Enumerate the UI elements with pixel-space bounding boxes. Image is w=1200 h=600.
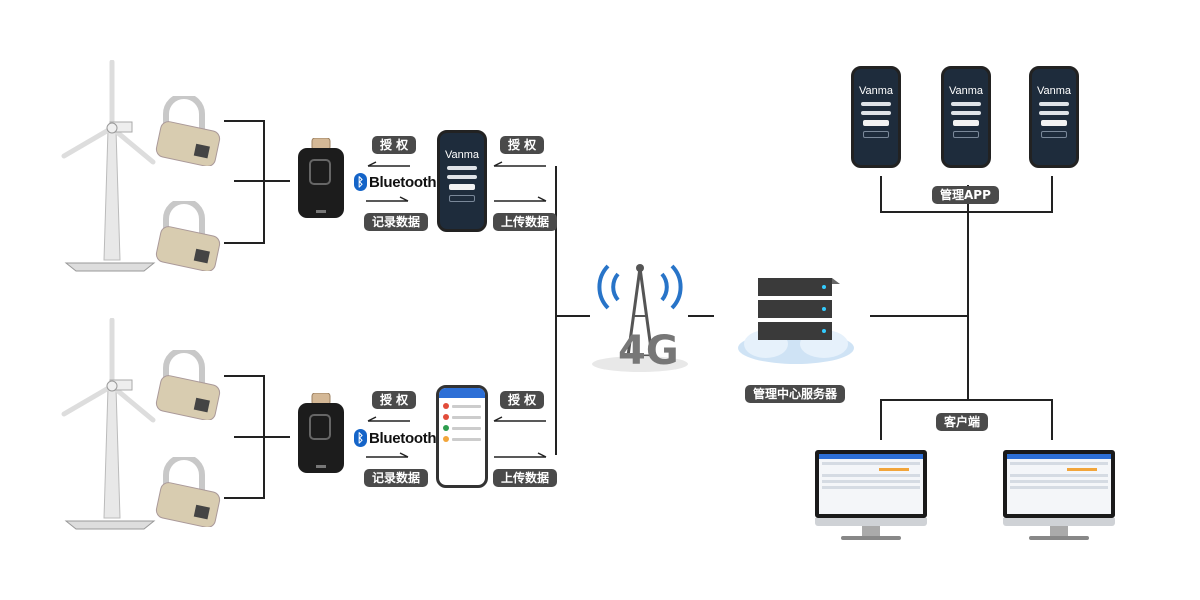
padlock-icon xyxy=(155,201,221,271)
manage-app-label: 管理APP xyxy=(932,186,999,204)
wind-turbine-icon xyxy=(61,60,156,272)
phone-icon: Vanma xyxy=(437,130,487,232)
phone-icon: Vanma xyxy=(1029,66,1079,168)
padlock-icon xyxy=(155,96,221,166)
app-brand: Vanma xyxy=(1036,85,1072,97)
monitor-icon xyxy=(1003,450,1115,540)
upload-data-label: 上传数据 xyxy=(493,213,558,231)
record-data-label: 记录数据 xyxy=(364,469,429,487)
authorize-label: 授 权 xyxy=(500,391,545,409)
phone-icon xyxy=(436,385,488,488)
app-brand: Vanma xyxy=(948,85,984,97)
network-4g-text: 4G xyxy=(618,328,679,374)
server-icon xyxy=(738,278,854,364)
bluetooth-logo: ᛒ Bluetooth™ xyxy=(354,429,446,447)
wind-turbine-icon xyxy=(61,318,156,530)
bluetooth-text: Bluetooth xyxy=(369,173,437,191)
upload-data-label: 上传数据 xyxy=(493,469,558,487)
app-brand: Vanma xyxy=(858,85,894,97)
bluetooth-icon: ᛒ xyxy=(354,173,367,191)
padlock-icon xyxy=(155,457,221,527)
authorize-label: 授 权 xyxy=(372,136,417,154)
phone-icon: Vanma xyxy=(941,66,991,168)
bluetooth-logo: ᛒ Bluetooth™ xyxy=(354,173,446,191)
tower-4g-icon: 4G xyxy=(592,264,688,374)
bluetooth-icon: ᛒ xyxy=(354,429,367,447)
bluetooth-text: Bluetooth xyxy=(369,429,437,447)
monitor-icon xyxy=(815,450,927,540)
app-brand: Vanma xyxy=(444,149,480,161)
authorize-label: 授 权 xyxy=(372,391,417,409)
key-device-icon xyxy=(298,393,344,473)
padlock-icon xyxy=(155,350,221,420)
client-label: 客户端 xyxy=(936,413,989,431)
key-device-icon xyxy=(298,138,344,218)
phone-icon: Vanma xyxy=(851,66,901,168)
server-label: 管理中心服务器 xyxy=(745,385,846,403)
record-data-label: 记录数据 xyxy=(364,213,429,231)
authorize-label: 授 权 xyxy=(500,136,545,154)
